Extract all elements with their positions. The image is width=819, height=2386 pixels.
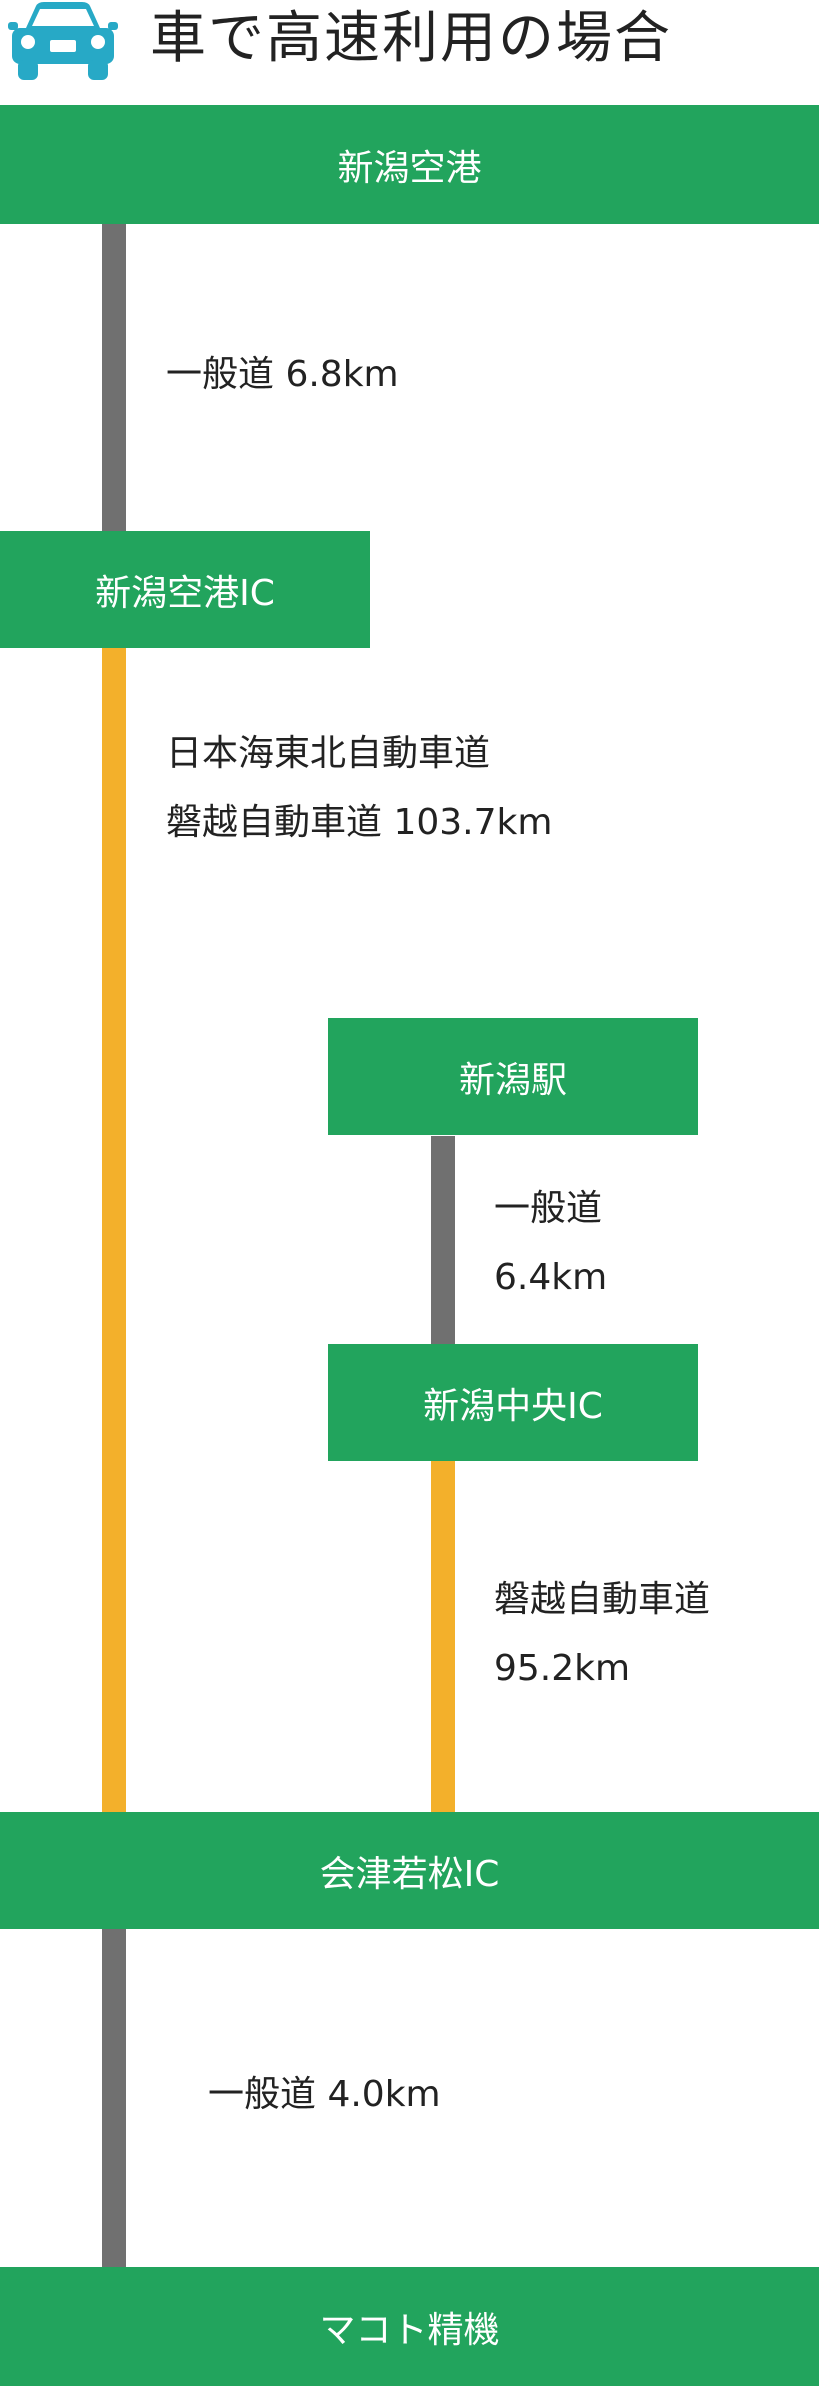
station-niigata-airport-ic: 新潟空港IC bbox=[0, 531, 370, 648]
station-aizu-wakamatsu-ic: 会津若松IC bbox=[0, 1812, 819, 1929]
segment-aizu-to-makoto: 一般道 4.0km bbox=[208, 2060, 441, 2129]
segment-distance-text: 6.4km bbox=[494, 1257, 608, 1298]
segment-airport-ic-to-aizu: 日本海東北自動車道 磐越自動車道 103.7km bbox=[166, 719, 552, 857]
station-niigata-station: 新潟駅 bbox=[328, 1018, 698, 1135]
station-makoto-seiki: マコト精機 bbox=[0, 2267, 819, 2386]
segment-distance-text: 一般道 6.8km bbox=[166, 354, 399, 395]
segment-distance-text: 95.2km bbox=[494, 1648, 631, 1689]
route-line-expressway bbox=[431, 1461, 455, 1812]
segment-distance-text: 一般道 4.0km bbox=[208, 2074, 441, 2115]
route-line-general-road bbox=[102, 1929, 126, 2267]
page-title: 車で高速利用の場合 bbox=[150, 6, 672, 71]
segment-road-name: 磐越自動車道 bbox=[494, 1579, 711, 1620]
route-line-general-road bbox=[102, 224, 126, 531]
route-line-general-road bbox=[431, 1136, 455, 1344]
station-niigata-chuo-ic: 新潟中央IC bbox=[328, 1344, 698, 1461]
station-niigata-airport: 新潟空港 bbox=[0, 105, 819, 224]
segment-station-to-chuo-ic: 一般道 6.4km bbox=[494, 1174, 607, 1312]
segment-chuo-ic-to-aizu: 磐越自動車道 95.2km bbox=[494, 1565, 710, 1703]
route-line-expressway bbox=[102, 648, 126, 1812]
segment-road-name: 一般道 bbox=[494, 1188, 603, 1229]
segment-road-name: 日本海東北自動車道 bbox=[166, 733, 491, 774]
segment-airport-to-airport-ic: 一般道 6.8km bbox=[166, 340, 399, 409]
segment-distance-text: 磐越自動車道 103.7km bbox=[166, 802, 553, 843]
car-icon bbox=[8, 2, 118, 80]
